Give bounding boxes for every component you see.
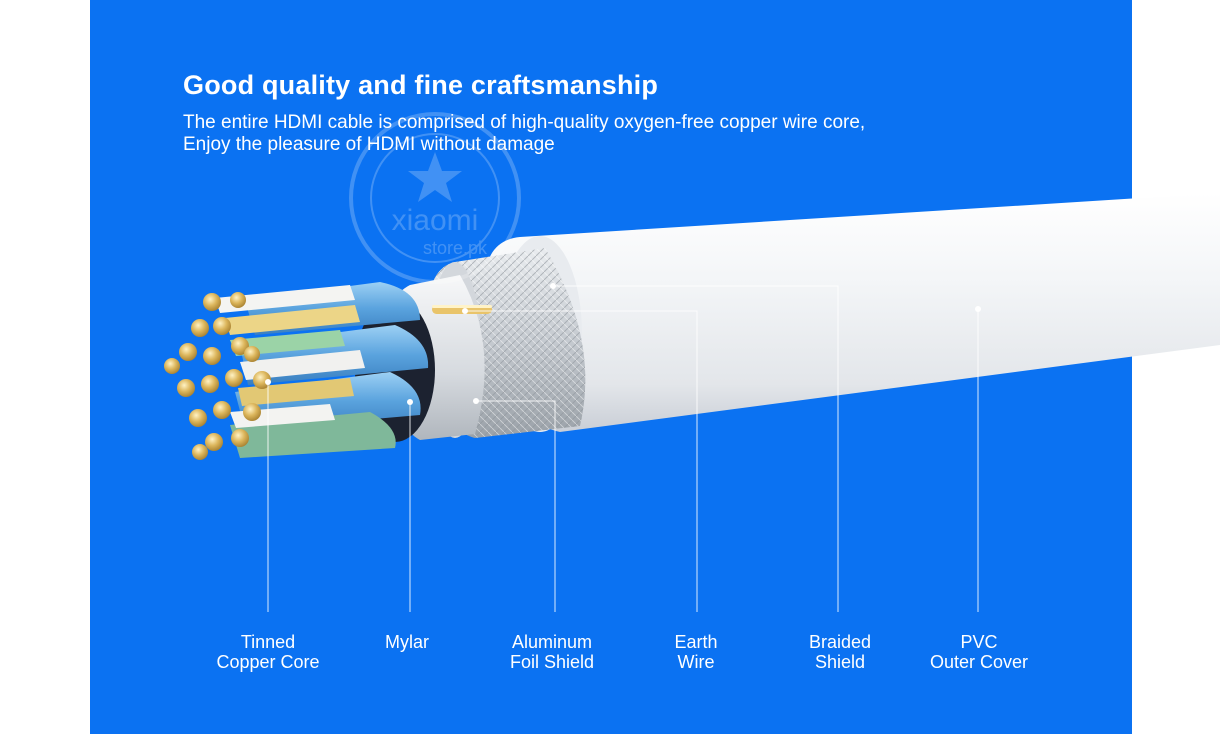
subtitle-line-2: Enjoy the pleasure of HDMI without damag… — [183, 134, 555, 155]
callout-lines — [267, 285, 979, 612]
insulated-wires — [215, 285, 365, 428]
subtitle-line-1: The entire HDMI cable is comprised of hi… — [183, 112, 866, 133]
callout-dots — [265, 283, 981, 405]
tinned-copper-core-shape — [164, 292, 271, 460]
pvc-outer-cover-shape — [484, 193, 1220, 432]
label-mylar: Mylar — [385, 632, 429, 652]
page-title: Good quality and fine craftsmanship — [183, 70, 659, 100]
